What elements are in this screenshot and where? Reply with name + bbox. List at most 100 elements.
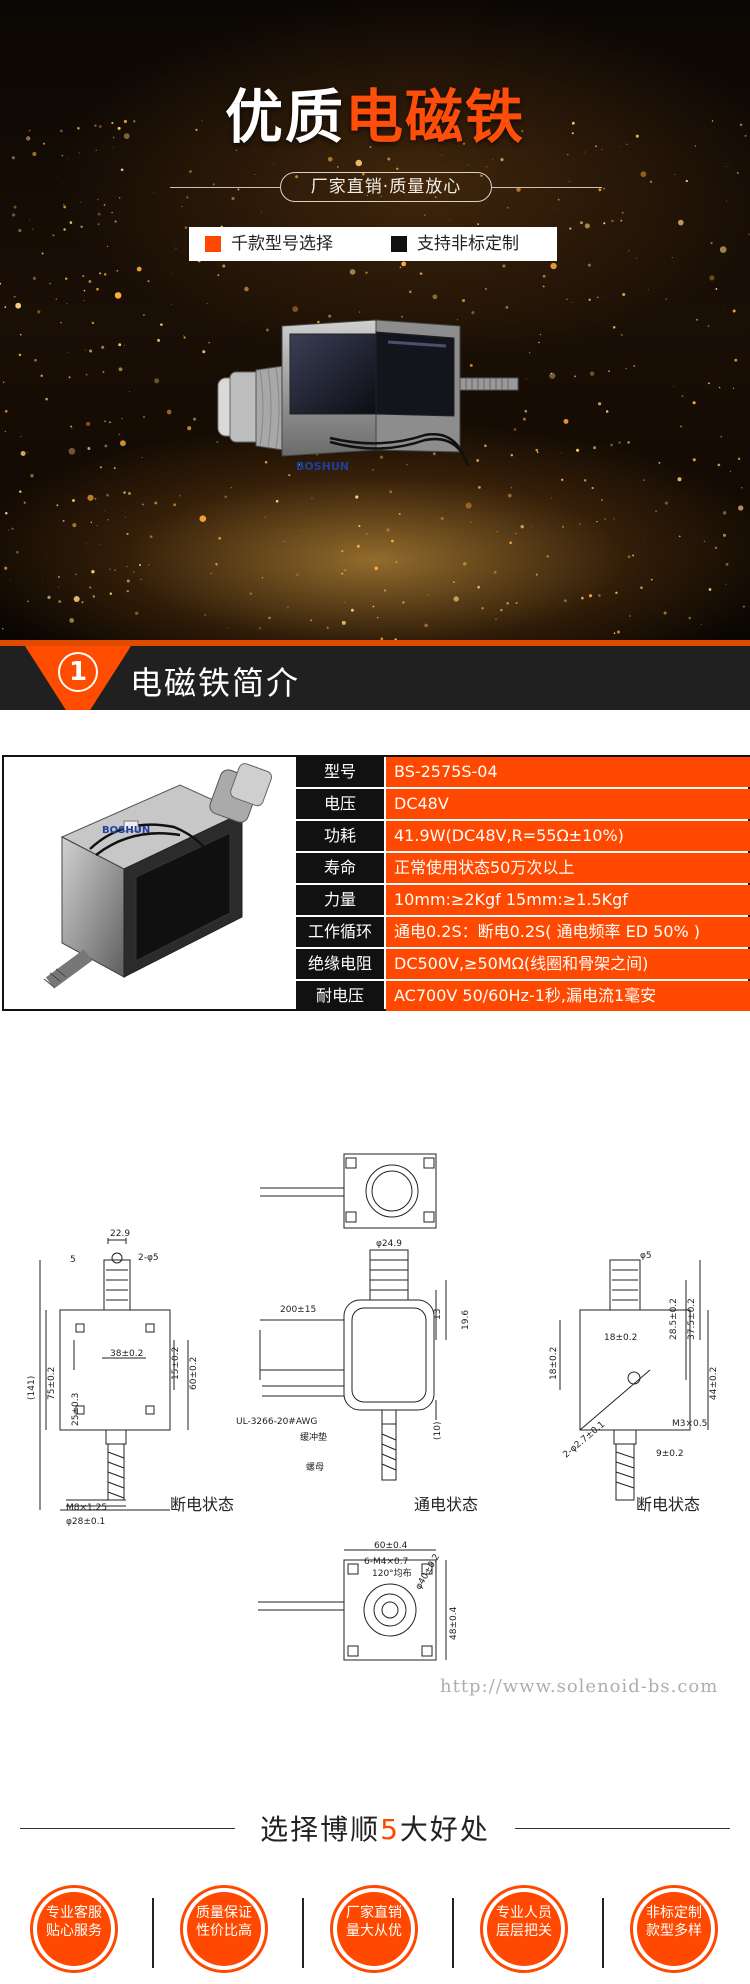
sparkle-dot [601,148,603,150]
spec-value: 正常使用状态50万次以上 [386,853,750,883]
sparkle-dot [244,286,249,292]
sparkle-dot [725,166,727,167]
sparkle-dot [94,124,97,127]
sparkle-dot [58,600,62,604]
sparkle-dot [515,602,518,605]
sparkle-dot [588,594,593,598]
sparkle-dot [292,306,299,312]
spec-row-power: 功耗 41.9W(DC48V,R=55Ω±10%) [296,821,750,851]
sparkle-dot [13,295,16,298]
sparkle-dot [91,321,95,325]
spec-value: DC500V,≥50MΩ(线圈和骨架之间) [386,949,750,979]
sparkle-dot [98,125,102,129]
sparkle-dot [649,180,653,183]
sparkle-dot [538,341,540,344]
sparkle-dot [4,409,8,413]
sparkle-dot [476,459,480,462]
sparkle-dot [493,570,497,574]
sparkle-dot [123,491,126,494]
sparkle-dot [85,543,87,545]
sparkle-dot [72,523,77,528]
sparkle-dot [674,173,676,176]
sparkle-dot [311,497,313,499]
sparkle-dot [576,448,580,452]
sparkle-dot [557,209,559,211]
advantage-divider [452,1898,454,1968]
spec-row-withstand-voltage: 耐电压 AC700V 50/60Hz-1秒,漏电流1毫安 [296,981,750,1011]
sparkle-dot [709,275,715,281]
advantage-text: 专业人员层层把关 [496,1905,552,1939]
sparkle-dot [91,570,95,574]
spec-value: 10mm:≥2Kgf 15mm:≥1.5Kgf [386,885,750,915]
sparkle-dot [595,145,597,148]
sparkle-dot [608,370,610,372]
sparkle-dot [481,607,484,610]
sparkle-dot [215,563,218,566]
solenoid-photo: BOSHUN [43,763,273,989]
sparkle-dot [114,292,122,299]
sparkle-dot [114,196,116,198]
sparkle-dot [195,128,198,132]
sparkle-dot [448,119,452,122]
sparkle-dot [628,250,630,252]
sparkle-dot [409,290,412,294]
sparkle-dot [372,468,374,471]
sparkle-dot [549,372,556,379]
sparkle-dot [441,154,443,156]
sparkle-dot [635,134,639,138]
sparkle-dot [584,151,586,153]
sparkle-dot [108,421,112,424]
advantage-circle [187,1892,261,1966]
sparkle-dot [584,223,590,229]
sparkle-dot [598,594,601,597]
sparkle-dot [532,632,534,634]
sparkle-dot [365,271,368,274]
sparkle-dot [673,386,675,387]
spec-table: BOSHUN 型号 BS-2575S-04 电压 DC48V 功耗 41.9W(… [2,755,750,1011]
dimension-drawings: 22.9 5 2-φ5 38±0.2 15±0.2 60±0.2 75±0.2 … [27,1153,719,1661]
sparkle-dot [81,601,84,604]
sparkle-dot [495,618,497,620]
sparkle-dot [70,425,73,428]
sparkle-dot [350,608,354,612]
sparkle-dot [121,417,123,420]
sparkle-dot [513,428,517,431]
sparkle-dot [201,120,203,122]
spec-value: AC700V 50/60Hz-1秒,漏电流1毫安 [386,981,750,1011]
spec-value: DC48V [386,789,750,819]
solenoid-product-image: BOSHUN [217,319,519,473]
sparkle-dot [598,188,602,192]
sparkle-dot [725,200,728,202]
sparkle-dot [103,273,107,276]
sparkle-dot [506,602,509,605]
sparkle-dot [141,456,143,458]
feature-square-icon [391,236,407,252]
sparkle-dot [89,349,93,353]
sparkle-dot [336,166,339,168]
spec-label: 型号 [296,757,384,787]
spec-label: 寿命 [296,853,384,883]
sparkle-dot [401,315,404,318]
sparkle-dot [160,323,163,326]
advantage-ring [480,1885,568,1973]
sparkle-dot [4,566,8,570]
advantages-title-part2: 大好处 [399,1813,490,1846]
sparkle-dot [19,490,22,493]
drawing-top-view [260,1153,437,1229]
sparkle-dot [633,364,636,368]
sparkle-dot [140,578,142,581]
sparkle-dot [111,121,114,125]
sparkle-dot [739,123,743,127]
sparkle-dot [720,436,722,438]
sparkle-dot [104,510,106,512]
sparkle-dot [550,262,557,270]
sparkle-dot [432,452,436,456]
sparkle-dot [692,401,696,405]
sparkle-dot [261,577,264,579]
sparkle-dot [462,142,466,145]
sparkle-dot [718,386,721,389]
sparkle-dot [467,164,469,166]
dim-label: φ40±0.2 [414,1553,442,1592]
sparkle-dot [189,170,192,173]
sparkle-dot [581,596,584,600]
